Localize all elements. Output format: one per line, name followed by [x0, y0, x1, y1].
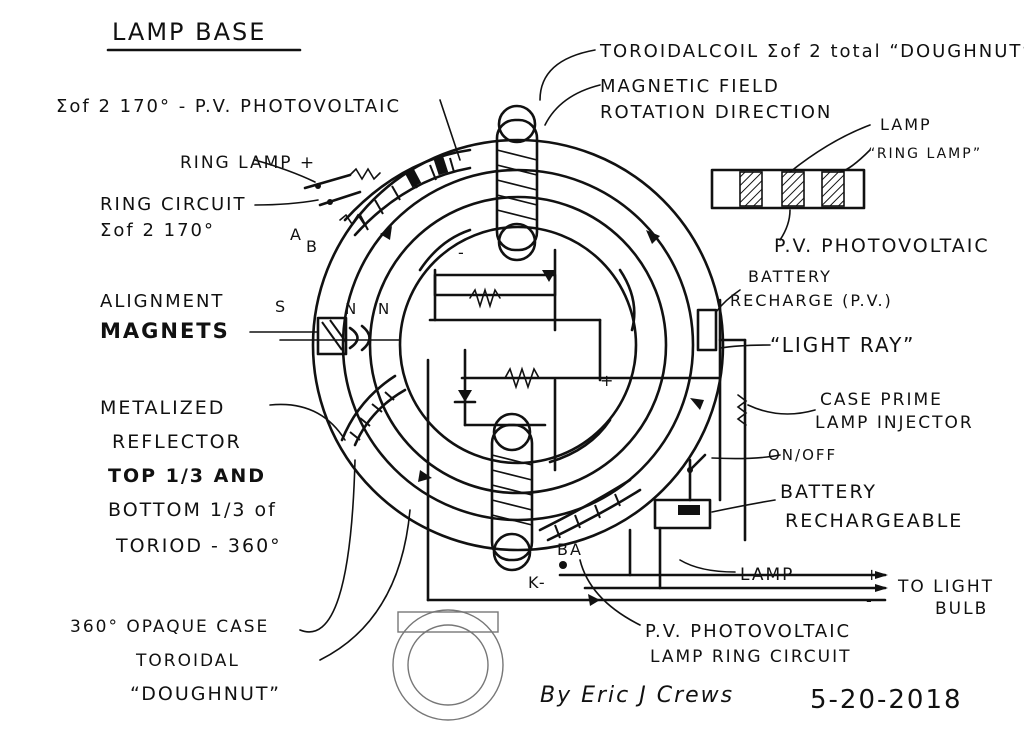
title-text: LAMP BASE — [112, 18, 266, 46]
case-prime-resistor — [736, 394, 748, 426]
label-battery: BATTERY — [780, 481, 877, 503]
label-k: K- — [528, 573, 547, 592]
notary-stamp — [392, 609, 504, 721]
signature-text: By Eric J Crews — [540, 683, 734, 708]
rotation-arrows — [380, 226, 704, 606]
label-bulb: BULB — [935, 599, 988, 619]
reflector-ring-outer — [368, 195, 668, 495]
label-ba: BA — [557, 540, 583, 559]
label-pv-right: P.V. PHOTOVOLTAIC — [774, 235, 990, 257]
label-ring-circuit: RING CIRCUIT — [100, 194, 246, 215]
label-toroidal-coil: TOROIDALCOIL Σof 2 total “DOUGHNUT” — [599, 41, 1024, 62]
pv-lamp-ring-segment — [538, 478, 642, 542]
date-text: 5-20-2018 — [810, 685, 963, 715]
reflector-arc-right — [618, 268, 636, 332]
label-plus-2: + — [865, 565, 880, 584]
label-pole-n1: N — [345, 300, 358, 318]
reflector-arc-top — [418, 228, 472, 272]
pv-ring — [341, 168, 695, 522]
label-reflector: REFLECTOR — [112, 431, 242, 453]
label-lamp-top: LAMP — [880, 115, 932, 134]
inner-ring — [398, 225, 638, 465]
ring-circuit-schematic — [303, 167, 381, 226]
battery-recharge-pv-cell — [696, 308, 718, 352]
terminal-ba — [559, 561, 567, 569]
label-alignment: ALIGNMENT — [100, 291, 224, 312]
label-toroidal: TOROIDAL — [135, 651, 240, 671]
label-pole-b: B — [306, 237, 319, 256]
ring-lamp-cross-section — [710, 168, 866, 210]
label-pv-lamp: P.V. PHOTOVOLTAIC — [645, 621, 851, 642]
leader-lines — [249, 49, 871, 661]
label-on-off: ON/OFF — [768, 446, 837, 464]
on-off-switch — [688, 453, 707, 472]
label-pole-s: S — [275, 297, 287, 316]
label-light-ray: “LIGHT RAY” — [770, 333, 915, 357]
label-lamp-injector: LAMP INJECTOR — [815, 413, 974, 433]
label-lamp-ring-circuit: LAMP RING CIRCUIT — [650, 647, 852, 667]
label-ring-circuit-sigma: Σof 2 170° — [100, 220, 215, 241]
label-to-light: TO LIGHT — [897, 577, 994, 597]
label-ring-lamp-quote: “RING LAMP” — [868, 146, 982, 162]
label-plus-1: + — [600, 371, 615, 390]
internal-circuit — [428, 248, 722, 472]
alignment-magnets — [279, 316, 401, 356]
label-magnetic-field: MAGNETIC FIELD — [600, 76, 780, 97]
label-minus-1: - — [458, 243, 466, 262]
label-pole-n2: N — [378, 300, 391, 318]
label-top-third: TOP 1/3 AND — [108, 465, 266, 487]
label-toriod-360: TORIOD - 360° — [115, 535, 282, 557]
label-doughnut: “DOUGHNUT” — [130, 683, 281, 705]
output-wires — [558, 526, 888, 592]
label-ring-lamp: RING LAMP + — [180, 153, 316, 173]
battery-rechargeable-block — [653, 453, 712, 530]
label-rechargeable: RECHARGEABLE — [785, 510, 963, 532]
label-recharge-pv: RECHARGE (P.V.) — [730, 291, 893, 310]
reflector-arc-bottom — [548, 418, 612, 464]
label-minus-2: - — [866, 591, 874, 610]
label-pv-170: Σof 2 170° - P.V. PHOTOVOLTAIC — [56, 96, 401, 117]
label-rotation-direction: ROTATION DIRECTION — [600, 102, 832, 123]
label-pole-a: A — [290, 225, 303, 244]
label-metalized: METALIZED — [100, 397, 225, 419]
metalized-reflector-segment — [340, 374, 407, 447]
label-opaque-case: 360° OPAQUE CASE — [70, 617, 269, 637]
label-case-prime: CASE PRIME — [820, 390, 943, 410]
toroidal-coil-top — [495, 104, 539, 262]
label-battery-recharge: BATTERY — [748, 267, 832, 286]
label-bottom-third: BOTTOM 1/3 of — [108, 499, 277, 521]
label-magnets: MAGNETS — [100, 319, 230, 343]
label-lamp-bottom: LAMP — [740, 565, 794, 585]
ring-lamp-segment — [343, 148, 472, 237]
case-box — [426, 298, 887, 602]
outer-case-ring — [311, 138, 725, 552]
